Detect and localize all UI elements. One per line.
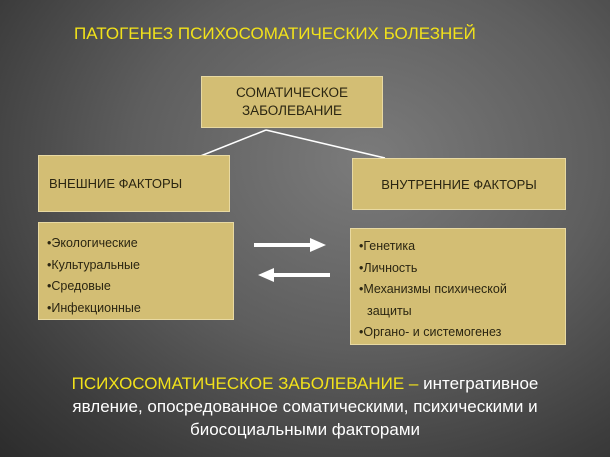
somatic-disease-box: СОМАТИЧЕСКОЕ ЗАБОЛЕВАНИЕ <box>201 76 383 128</box>
definition-line1: ПСИХОСОМАТИЧЕСКОЕ ЗАБОЛЕВАНИЕ – интеграт… <box>10 372 600 395</box>
definition-line3: биосоциальными факторами <box>189 420 421 439</box>
list-item: •Инфекционные <box>47 300 141 315</box>
list-item: •Средовые <box>47 279 111 293</box>
definition-term: ПСИХОСОМАТИЧЕСКОЕ ЗАБОЛЕВАНИЕ <box>71 374 405 393</box>
internal-factors-header: ВНУТРЕННИЕ ФАКТОРЫ <box>352 158 566 210</box>
definition-dash: – <box>404 374 424 393</box>
external-factors-list: •Экологические •Культуральные •Средовые … <box>38 222 234 320</box>
internal-factors-list: •Генетика •Личность •Механизмы психическ… <box>350 228 566 345</box>
list-item: •Генетика <box>359 239 416 253</box>
slide-title: ПАТОГЕНЕЗ ПСИХОСОМАТИЧЕСКИХ БОЛЕЗНЕЙ <box>74 24 476 43</box>
definition-text: ПСИХОСОМАТИЧЕСКОЕ ЗАБОЛЕВАНИЕ – интеграт… <box>10 372 600 441</box>
connector-left <box>197 129 267 158</box>
bidirectional-arrows <box>254 238 330 282</box>
list-item: •Культуральные <box>47 257 140 272</box>
definition-line2: явление, опосредованное соматическими, п… <box>72 397 538 416</box>
definition-line1-rest: интегративное <box>423 374 539 393</box>
center-box-line2: ЗАБОЛЕВАНИЕ <box>241 103 343 118</box>
list-item: •Личность <box>359 260 418 275</box>
arrow-right-icon <box>254 238 326 252</box>
list-item: защиты <box>367 303 412 318</box>
list-item: •Механизмы психической <box>359 282 507 296</box>
external-factors-header: ВНЕШНИЕ ФАКТОРЫ <box>38 155 230 212</box>
list-item: •Органо- и системогенез <box>359 325 502 339</box>
connector-right <box>265 129 386 159</box>
arrow-left-icon <box>258 268 330 282</box>
center-box-line1: СОМАТИЧЕСКОЕ <box>235 85 349 100</box>
list-item: •Экологические <box>47 236 138 250</box>
